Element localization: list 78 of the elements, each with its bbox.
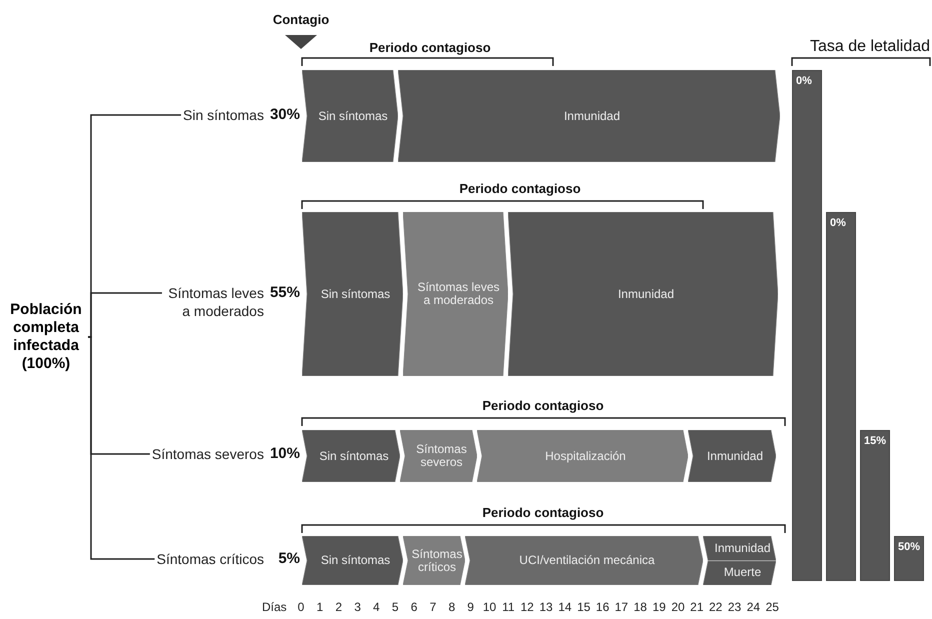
day-tick: 24 bbox=[746, 600, 760, 614]
timeline-segment bbox=[302, 536, 403, 585]
phase-label: Sin síntomas bbox=[318, 448, 390, 464]
category-label: Sin síntomas bbox=[183, 106, 264, 124]
phase-label: Inmunidad bbox=[562, 108, 622, 124]
day-tick: 17 bbox=[614, 600, 628, 614]
timeline-segment bbox=[465, 536, 703, 585]
day-tick: 25 bbox=[766, 600, 779, 614]
rate-value: 0% bbox=[830, 217, 846, 229]
day-tick: 6 bbox=[410, 600, 418, 614]
day-tick: 9 bbox=[467, 600, 474, 614]
day-tick: 12 bbox=[520, 600, 534, 614]
day-tick: 7 bbox=[430, 600, 436, 614]
day-tick: 11 bbox=[502, 600, 515, 614]
phase-label: Sin síntomas bbox=[317, 108, 389, 124]
root-label: Población completa infectada (100%) bbox=[4, 292, 88, 382]
timeline-segment bbox=[302, 430, 400, 482]
day-tick: 19 bbox=[652, 600, 666, 614]
phase-label: Inmunidad bbox=[616, 286, 676, 302]
timeline-segment bbox=[302, 212, 403, 376]
day-tick: 16 bbox=[596, 600, 610, 614]
chart-heading: Tasa de letalidad bbox=[810, 38, 930, 56]
day-tick: 20 bbox=[671, 600, 685, 614]
timeline-segment bbox=[403, 212, 508, 376]
rate-value: 15% bbox=[864, 435, 886, 447]
day-tick: 18 bbox=[634, 600, 647, 614]
phase-label: Inmunidad bbox=[706, 448, 764, 464]
day-tick: 22 bbox=[709, 600, 722, 614]
category-label: Síntomas leves a moderados bbox=[167, 284, 264, 320]
day-tick: 0 bbox=[298, 600, 304, 614]
day-tick: 1 bbox=[316, 600, 324, 614]
day-tick: 4 bbox=[373, 600, 380, 614]
phase-label: Síntomas severos bbox=[415, 441, 468, 471]
bracket-line bbox=[88, 336, 155, 560]
timeline-segment bbox=[508, 212, 778, 376]
phase-label: Síntomas leves a moderados bbox=[416, 279, 501, 309]
period-label: Periodo contagioso bbox=[369, 40, 491, 55]
timeline-segment bbox=[302, 70, 398, 162]
category-label: Síntomas críticos bbox=[156, 550, 264, 568]
day-tick: 13 bbox=[539, 600, 553, 614]
day-tick: 10 bbox=[482, 600, 496, 614]
timeline-segment bbox=[403, 536, 465, 585]
rate-value: 0% bbox=[796, 75, 812, 87]
axis-title: Días bbox=[262, 600, 287, 614]
percentage-label: 55% bbox=[270, 284, 300, 302]
day-tick: 8 bbox=[448, 600, 456, 614]
category-label: Síntomas severos bbox=[152, 445, 264, 463]
fatality-bar bbox=[894, 536, 924, 581]
fatality-bar bbox=[792, 70, 822, 581]
phase-label: UCI/ventilación mecánica bbox=[518, 552, 656, 569]
fatality-bar bbox=[860, 430, 890, 581]
phase-label: Sin síntomas bbox=[320, 552, 392, 569]
day-tick: 5 bbox=[392, 600, 399, 614]
timeline-segment bbox=[703, 536, 776, 560]
day-tick: 14 bbox=[558, 600, 572, 614]
day-tick: 2 bbox=[335, 600, 342, 614]
period-label: Periodo contagioso bbox=[459, 181, 581, 196]
event-label: Contagio bbox=[272, 12, 330, 27]
phase-label: Muerte bbox=[722, 564, 762, 582]
fatality-bar bbox=[826, 212, 856, 581]
phase-label: Inmunidad bbox=[713, 540, 772, 557]
day-tick: 21 bbox=[690, 600, 704, 614]
phase-label: Hospitalización bbox=[544, 448, 627, 464]
day-tick: 23 bbox=[728, 600, 742, 614]
percentage-label: 30% bbox=[270, 106, 300, 124]
phase-label: Síntomas críticos bbox=[410, 546, 464, 576]
timeline-segment bbox=[703, 560, 776, 585]
period-label: Periodo contagioso bbox=[482, 505, 604, 520]
rate-value: 50% bbox=[898, 541, 920, 553]
bracket-line bbox=[88, 292, 162, 338]
phase-label: Sin síntomas bbox=[320, 286, 392, 302]
timeline-segment bbox=[688, 430, 776, 482]
percentage-label: 10% bbox=[270, 445, 300, 463]
timeline-segment bbox=[400, 430, 477, 482]
day-tick: 15 bbox=[577, 600, 590, 614]
period-label: Periodo contagioso bbox=[482, 398, 604, 413]
day-tick: 3 bbox=[354, 600, 361, 614]
percentage-label: 5% bbox=[277, 550, 300, 568]
